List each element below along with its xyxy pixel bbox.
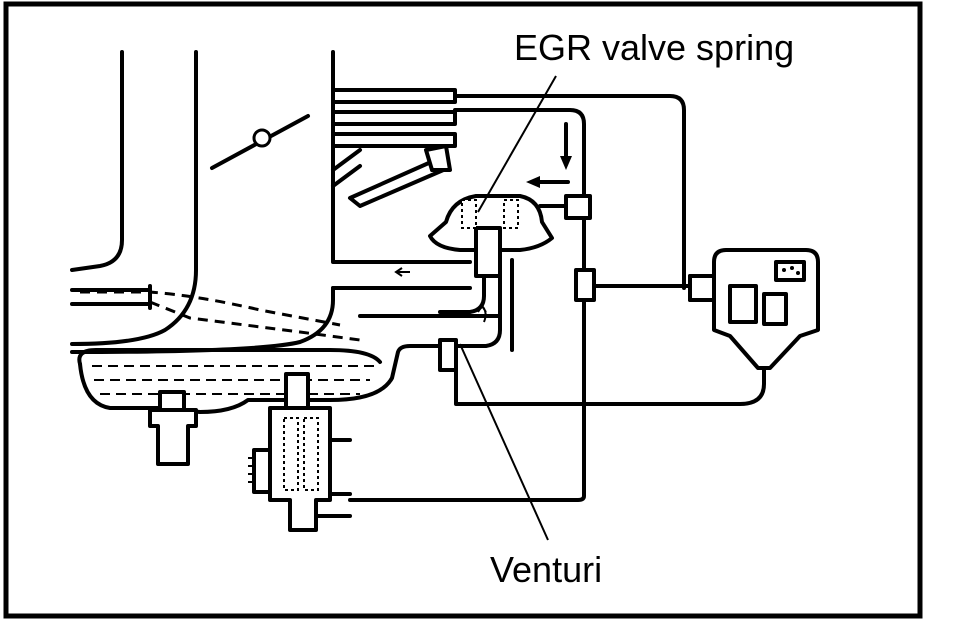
flow-arrows	[394, 122, 572, 323]
float-bowl	[77, 344, 442, 466]
egr-spring-leader	[477, 75, 557, 213]
vacuum-amplifier	[688, 248, 820, 370]
power-valve-assembly	[248, 372, 352, 532]
egr-lever	[348, 144, 452, 208]
egr-valve	[428, 194, 554, 352]
dashed-passages	[70, 284, 361, 342]
fuel-level-dashes	[92, 365, 378, 395]
heat-fins	[331, 88, 457, 188]
vacuum-hoses	[348, 94, 766, 502]
diagram-frame	[3, 1, 923, 619]
egr-valve-spring-label: EGR valve spring	[514, 27, 794, 68]
egr-spring-coils	[461, 199, 519, 229]
throttle-plate	[210, 114, 310, 170]
venturi-label: Venturi	[490, 549, 602, 590]
venturi-leader	[459, 343, 549, 541]
